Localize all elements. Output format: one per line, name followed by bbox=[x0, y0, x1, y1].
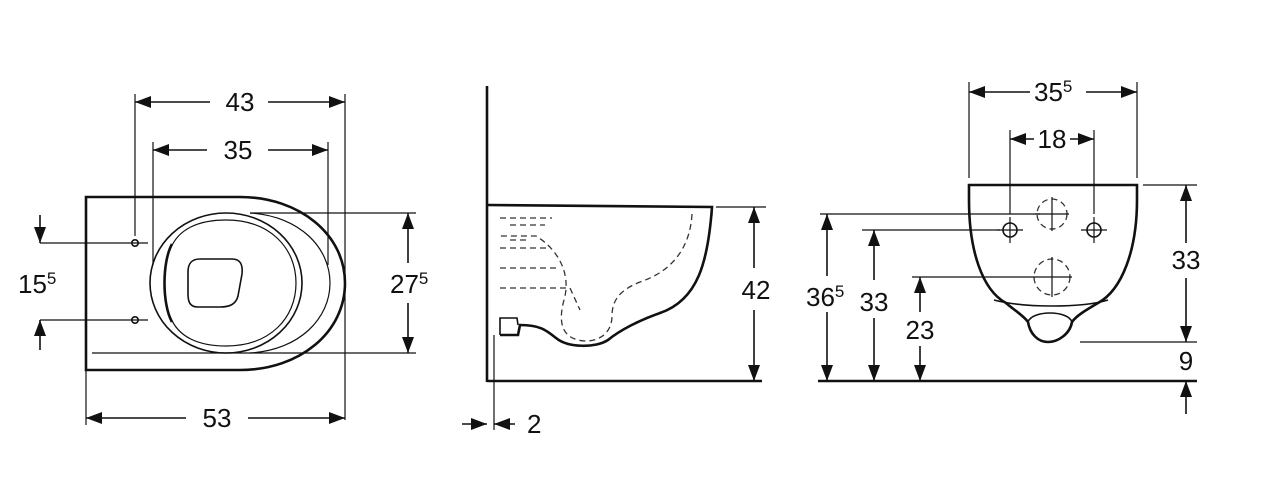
dimension-33-right: 33 bbox=[1172, 245, 1201, 275]
front-view-bottom-line bbox=[993, 299, 1109, 307]
dimension-36-5: 365 bbox=[806, 282, 844, 312]
top-view-body-outline bbox=[84, 195, 347, 372]
dimension-18: 18 bbox=[1038, 124, 1067, 154]
top-view: 43 35 53 155 275 bbox=[18, 87, 428, 433]
dimension-35: 35 bbox=[224, 135, 253, 165]
dimension-33-left: 33 bbox=[860, 287, 889, 317]
dimension-42: 42 bbox=[742, 275, 771, 305]
dimension-9: 9 bbox=[1179, 346, 1193, 376]
front-view: 355 18 33 9 365 33 bbox=[806, 77, 1200, 414]
top-view-outlet bbox=[187, 258, 243, 308]
dimension-35-5: 355 bbox=[1034, 77, 1072, 107]
dimension-43: 43 bbox=[226, 87, 255, 117]
dimension-27-5: 275 bbox=[390, 269, 428, 299]
top-view-rim bbox=[92, 212, 331, 354]
top-view-bowl-inner bbox=[169, 219, 297, 347]
side-view-lower-body bbox=[499, 317, 519, 335]
dimension-15-5: 155 bbox=[18, 269, 56, 299]
front-view-bolt-left bbox=[997, 217, 1023, 243]
side-view: 42 2 bbox=[462, 86, 770, 439]
front-view-bolt-right bbox=[1081, 217, 1107, 243]
dimension-2: 2 bbox=[527, 409, 541, 439]
side-view-body-outline bbox=[486, 203, 714, 348]
dimension-53: 53 bbox=[203, 403, 232, 433]
top-view-seat-edge bbox=[163, 243, 174, 323]
dimension-23: 23 bbox=[906, 315, 935, 345]
side-view-hidden-bowl bbox=[500, 213, 693, 342]
top-view-bowl bbox=[149, 212, 303, 354]
front-view-body-outline bbox=[967, 183, 1139, 344]
